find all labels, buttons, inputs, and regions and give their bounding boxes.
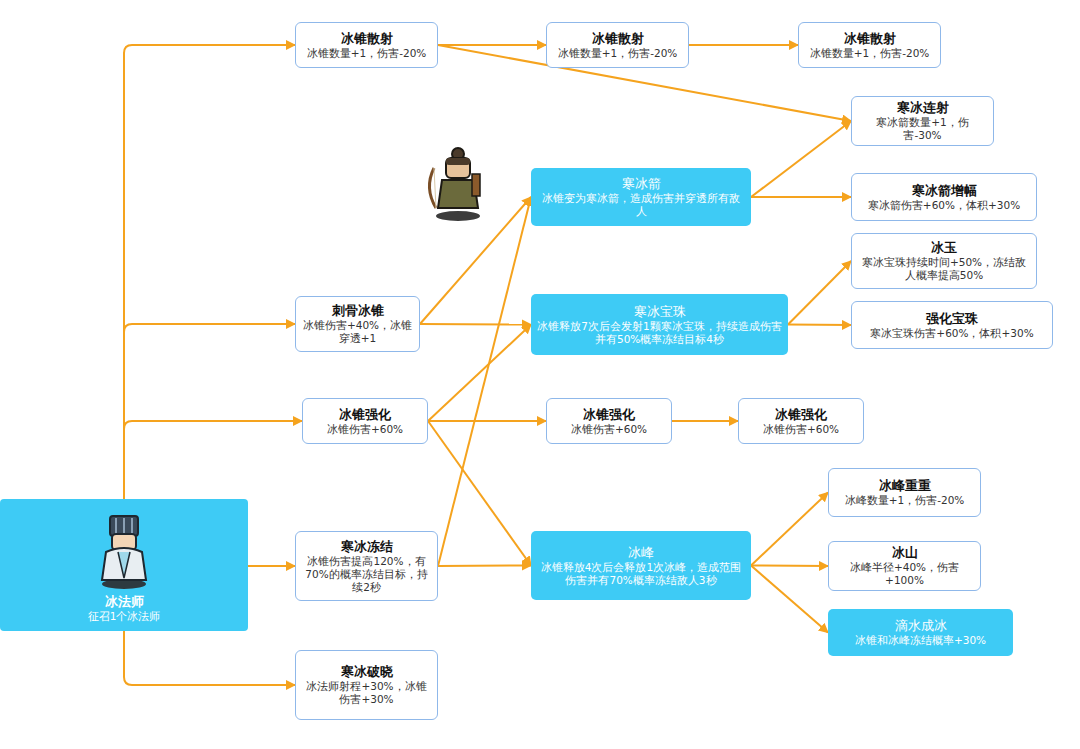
skill-arrow <box>438 565 531 568</box>
skill-effect: 冰法师射程+30%，冰锥伤害+30% <box>302 680 431 706</box>
skill-arrow <box>420 323 531 326</box>
key-skill-box: 滴水成冰冰锥和冰峰冻结概率+30% <box>828 609 1013 656</box>
skill-effect: 冰锥数量+1，伤害-20% <box>307 47 427 60</box>
skill-box: 强化宝珠寒冰宝珠伤害+60%，体积+30% <box>851 301 1053 349</box>
mage-illustration <box>92 512 156 590</box>
hat-stripe <box>123 518 125 534</box>
skill-effect: 寒冰箭数量+1，伤害-30% <box>858 116 987 142</box>
skill-effect: 冰峰半径+40%，伤害+100% <box>835 561 974 587</box>
skill-box: 冰锥散射冰锥数量+1，伤害-20% <box>295 22 438 68</box>
skill-box: 冰锥强化冰锥伤害+60% <box>302 398 428 444</box>
skill-arrow <box>428 325 531 422</box>
skill-box: 冰锥强化冰锥伤害+60% <box>738 398 864 444</box>
skill-effect: 冰锥伤害+40%，冰锥穿透+1 <box>302 319 413 345</box>
shadow <box>436 211 480 221</box>
archer-illustration <box>420 146 492 222</box>
skill-effect: 冰峰数量+1，伤害-20% <box>845 494 965 507</box>
skill-name: 寒冰破晓 <box>341 664 393 680</box>
skill-box: 冰锥散射冰锥数量+1，伤害-20% <box>546 22 689 68</box>
skill-arrow <box>788 324 851 327</box>
skill-arrow <box>788 261 851 325</box>
skill-effect: 冰锥伤害+60% <box>571 423 647 436</box>
face <box>446 158 470 178</box>
skill-effect: 冰锥变为寒冰箭，造成伤害并穿透所有敌人 <box>537 192 745 218</box>
hair <box>446 158 470 165</box>
skill-effect: 冰锥数量+1，伤害-20% <box>558 47 678 60</box>
key-skill-box: 冰峰冰锥释放4次后会释放1次冰峰，造成范围伤害并有70%概率冻结敌人3秒 <box>531 531 751 600</box>
skill-effect: 寒冰宝珠持续时间+50%，冻结敌人概率提高50% <box>858 256 1030 282</box>
skill-arrow <box>751 196 851 198</box>
skill-arrow <box>751 566 828 633</box>
skill-name: 冰玉 <box>931 240 957 256</box>
skill-arrow <box>672 420 738 422</box>
skill-box: 寒冰破晓冰法师射程+30%，冰锥伤害+30% <box>295 650 438 720</box>
skill-name: 冰锥散射 <box>844 31 896 47</box>
skill-arrow <box>751 565 828 568</box>
skill-name: 寒冰宝珠 <box>634 304 686 320</box>
skill-name: 冰山 <box>892 545 918 561</box>
hat-stripe <box>115 518 117 534</box>
skill-name: 寒冰连射 <box>897 100 949 116</box>
skill-effect: 寒冰宝珠伤害+60%，体积+30% <box>870 327 1033 340</box>
skill-effect: 冰锥释放7次后会发射1颗寒冰宝珠，持续造成伤害并有50%概率冻结目标4秒 <box>537 320 782 346</box>
skill-effect: 冰锥数量+1，伤害-20% <box>810 47 930 60</box>
skill-arrow <box>689 44 798 46</box>
skill-name: 刺骨冰锥 <box>332 303 384 319</box>
robe-trim <box>118 552 130 578</box>
skill-name: 冰锥散射 <box>592 31 644 47</box>
skill-effect: 征召1个冰法师 <box>88 610 161 623</box>
robe <box>102 548 146 580</box>
skill-box: 冰锥强化冰锥伤害+60% <box>546 398 672 444</box>
skill-name: 寒冰箭增幅 <box>912 183 977 199</box>
skill-arrow <box>751 121 851 197</box>
skill-arrow <box>438 197 531 566</box>
skill-effect: 冰锥释放4次后会释放1次冰峰，造成范围伤害并有70%概率冻结敌人3秒 <box>537 561 745 587</box>
skill-box: 冰玉寒冰宝珠持续时间+50%，冻结敌人概率提高50% <box>851 233 1037 289</box>
skill-arrow <box>428 420 546 422</box>
skill-effect: 冰锥伤害提高120%，有70%的概率冻结目标，持续2秒 <box>302 555 431 594</box>
skill-name: 冰峰 <box>628 545 654 561</box>
skill-box: 寒冰冻结冰锥伤害提高120%，有70%的概率冻结目标，持续2秒 <box>295 531 438 601</box>
skill-name: 冰锥散射 <box>341 31 393 47</box>
key-skill-box: 寒冰宝珠冰锥释放7次后会发射1颗寒冰宝珠，持续造成伤害并有50%概率冻结目标4秒 <box>531 294 788 355</box>
skill-arrow <box>438 45 851 121</box>
skill-effect: 冰锥和冰峰冻结概率+30% <box>855 634 986 647</box>
skill-effect: 冰锥伤害+60% <box>763 423 839 436</box>
skill-arrow <box>248 565 295 567</box>
key-skill-box: 寒冰箭冰锥变为寒冰箭，造成伤害并穿透所有敌人 <box>531 168 751 226</box>
skill-arrow <box>124 324 295 499</box>
skill-name: 冰锥强化 <box>775 407 827 423</box>
skill-box: 冰峰重重冰峰数量+1，伤害-20% <box>828 468 981 517</box>
skill-name: 强化宝珠 <box>926 311 978 327</box>
skill-name: 滴水成冰 <box>895 618 947 634</box>
skill-box: 寒冰箭增幅寒冰箭伤害+60%，体积+30% <box>851 173 1037 221</box>
skill-name: 冰峰重重 <box>879 478 931 494</box>
skill-name: 寒冰箭 <box>622 176 661 192</box>
skill-arrow <box>751 493 828 566</box>
skill-effect: 冰锥伤害+60% <box>327 423 403 436</box>
hat-stripe <box>131 518 133 534</box>
skill-name: 冰法师 <box>105 594 144 610</box>
bow <box>429 168 436 208</box>
skill-effect: 寒冰箭伤害+60%，体积+30% <box>868 199 1020 212</box>
skill-box: 冰锥散射冰锥数量+1，伤害-20% <box>798 22 941 68</box>
quiver <box>472 174 480 196</box>
skill-arrow <box>124 45 295 499</box>
skill-box: 刺骨冰锥冰锥伤害+40%，冰锥穿透+1 <box>295 296 420 352</box>
skill-box: 冰山冰峰半径+40%，伤害+100% <box>828 541 981 591</box>
skill-arrow <box>124 631 295 685</box>
skill-name: 寒冰冻结 <box>341 539 393 555</box>
skill-name: 冰锥强化 <box>583 407 635 423</box>
skill-arrow <box>124 421 302 499</box>
skill-name: 冰锥强化 <box>339 407 391 423</box>
bow-string <box>434 168 436 208</box>
skill-arrow <box>438 44 546 46</box>
skill-box: 寒冰连射寒冰箭数量+1，伤害-30% <box>851 96 994 146</box>
